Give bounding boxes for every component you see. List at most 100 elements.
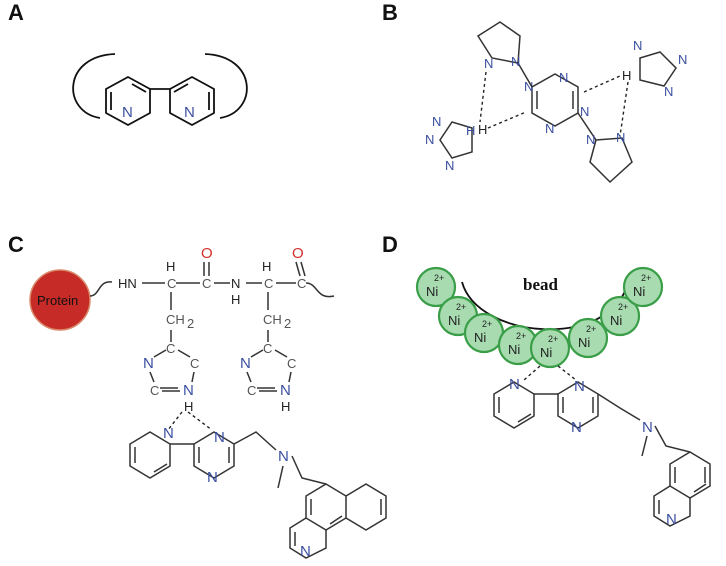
svg-text:2+: 2+: [618, 302, 628, 312]
right-arc: [204, 53, 248, 119]
panel-a-label: A: [8, 0, 24, 25]
svg-text:Ni: Ni: [633, 284, 645, 299]
bipyridine-structure: N N: [72, 53, 248, 127]
pyrazole-bottom-n1: N: [586, 132, 595, 147]
pyridine-n-left: N: [122, 104, 133, 121]
d-ligand-amine-n: N: [642, 419, 653, 436]
tetrazole-left: [439, 121, 473, 159]
im2-h: H: [281, 399, 290, 414]
panel-c: C Protein HN H C C O N H H C C O CH 2 CH…: [8, 232, 387, 560]
carbonyl2: C: [297, 276, 306, 291]
d-ligand-pyrazine-n2: N: [571, 419, 582, 436]
pyrazole-top-n1: N: [511, 54, 520, 69]
ch2-2: CH: [263, 312, 282, 327]
ligand-amine-n: N: [278, 448, 289, 465]
amide-n: N: [231, 276, 240, 291]
ligand-pyrazine-n1: N: [214, 429, 225, 446]
c-alpha1: C: [167, 276, 176, 291]
ligand-pyrazine-n2: N: [207, 469, 218, 486]
hbond-b2: [487, 111, 527, 129]
panel-d-label: D: [382, 232, 398, 257]
tetrazole-right-n1: N: [633, 38, 642, 53]
pyridine-n-right: N: [184, 104, 195, 121]
nickel-ion-6: Ni2+: [567, 317, 609, 359]
im1-h: H: [184, 399, 193, 414]
tetrazole-left-h: H: [478, 122, 487, 137]
panel-d: D bead Ni2+ Ni2+ Ni2+ Ni2+ Ni2+ Ni2+ Ni2…: [382, 232, 711, 528]
tetrazole-left-n3: N: [445, 158, 454, 173]
svg-text:2+: 2+: [516, 331, 526, 341]
tetrazole-right: [639, 51, 677, 87]
svg-text:2+: 2+: [586, 324, 596, 334]
svg-text:2+: 2+: [434, 273, 444, 283]
hbond-c2: [187, 411, 213, 431]
hbond-b3: [583, 75, 621, 93]
im2-n3: N: [240, 355, 251, 372]
tetrazine-n2: N: [524, 79, 533, 94]
amide-h: H: [231, 292, 240, 307]
im2-n1: N: [280, 382, 291, 399]
svg-text:2+: 2+: [641, 273, 651, 283]
svg-text:2+: 2+: [548, 334, 558, 344]
ligand-quinoline-n: N: [300, 543, 311, 560]
svg-text:2+: 2+: [482, 319, 492, 329]
protein-label: Protein: [37, 293, 78, 308]
nickel-ion-5: Ni2+: [529, 327, 571, 369]
pyrazole-bottom-n2: N: [616, 130, 625, 145]
svg-text:2+: 2+: [456, 302, 466, 312]
im1-c5: C: [190, 356, 199, 371]
nickel-ion-3: Ni2+: [463, 312, 505, 354]
nickel-ion-7: Ni2+: [599, 295, 641, 337]
ligand-pyridine-n: N: [163, 425, 174, 442]
nickel-ion-1: Ni2+: [415, 266, 457, 308]
d-ligand-pyridine-n: N: [509, 376, 520, 393]
svg-text:Ni: Ni: [474, 330, 486, 345]
pyrazole-top: [476, 21, 521, 64]
hbond-b4: [619, 81, 629, 137]
ch2-1-sub: 2: [187, 316, 194, 331]
im1-n1: N: [183, 382, 194, 399]
im2-c5: C: [287, 356, 296, 371]
tetrazine-n4: N: [545, 121, 554, 136]
coordination-bond-2: [557, 365, 577, 381]
carbonyl1: C: [202, 276, 211, 291]
ch2-1: CH: [166, 312, 185, 327]
svg-text:Ni: Ni: [578, 335, 590, 350]
tetrazine-n3: N: [580, 104, 589, 119]
pyrazole-top-n2: N: [484, 56, 493, 71]
ligand-quinoline: [305, 483, 387, 531]
tetrazole-left-n1: N: [432, 114, 441, 129]
svg-text:Ni: Ni: [540, 345, 552, 360]
im2-c4: C: [263, 341, 272, 356]
d-ligand-quinoline: [669, 451, 711, 499]
c-alpha1-h: H: [166, 259, 175, 274]
svg-text:Ni: Ni: [508, 342, 520, 357]
tetrazole-right-h: H: [622, 68, 631, 83]
im2-c2: C: [247, 383, 256, 398]
left-arc: [72, 53, 116, 119]
c-alpha2-h: H: [262, 259, 271, 274]
coordination-bond-1: [523, 365, 541, 381]
d-ligand-quinoline-n: N: [666, 511, 677, 528]
oxygen2: O: [292, 245, 304, 262]
tetrazole-right-n2: N: [678, 52, 687, 67]
im1-n3: N: [143, 355, 154, 372]
panel-b: B N N N N N N N N N N N H H N N N H: [382, 0, 687, 184]
tetrazine-n1: N: [559, 70, 568, 85]
im1-c2: C: [150, 383, 159, 398]
tetrazole-left-nh: H: [466, 123, 475, 138]
panel-a: A N N: [8, 0, 248, 127]
svg-text:Ni: Ni: [448, 313, 460, 328]
ch2-2-sub: 2: [284, 316, 291, 331]
tetrazole-right-n3: N: [664, 84, 673, 99]
oxygen1: O: [201, 245, 213, 262]
panel-c-label: C: [8, 232, 24, 257]
svg-text:Ni: Ni: [610, 313, 622, 328]
backbone-hn: HN: [118, 276, 137, 291]
nickel-ion-8: Ni2+: [622, 266, 664, 308]
hbond-b1: [479, 71, 487, 123]
panel-b-label: B: [382, 0, 398, 25]
tetrazine-ring: [531, 73, 579, 127]
d-ligand-pyrazine-n1: N: [574, 378, 585, 395]
